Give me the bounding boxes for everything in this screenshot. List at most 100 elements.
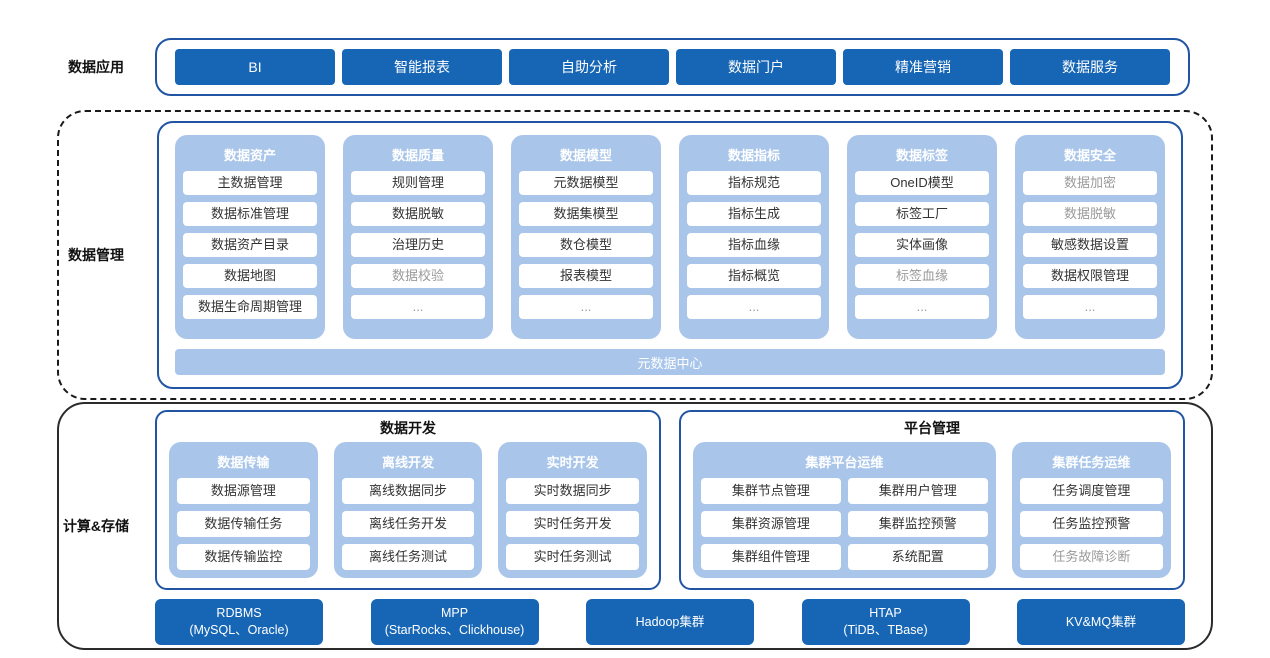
- mgmt-item: 数据地图: [183, 264, 317, 288]
- dev-item: 数据传输监控: [177, 544, 310, 570]
- mgmt-item-more: ...: [1023, 295, 1157, 319]
- column-title: 离线开发: [382, 455, 435, 470]
- mgmt-column-data-model: 数据模型 元数据模型 数据集模型 数仓模型 报表模型 ...: [511, 135, 661, 339]
- mgmt-item: 实体画像: [855, 233, 989, 257]
- management-columns: 数据资产 主数据管理 数据标准管理 数据资产目录 数据地图 数据生命周期管理 数…: [175, 135, 1165, 339]
- platform-item: 集群组件管理: [701, 544, 841, 570]
- storage-block-hadoop: Hadoop集群: [586, 599, 754, 645]
- storage-line1: RDBMS: [216, 606, 262, 621]
- mgmt-item-more: ...: [519, 295, 653, 319]
- dev-item: 数据传输任务: [177, 511, 310, 537]
- data-development-group: 数据开发 数据传输 数据源管理 数据传输任务 数据传输监控 离线开发 离线数据同…: [155, 410, 661, 590]
- platform-item: 任务监控预警: [1019, 511, 1163, 537]
- mgmt-item: 规则管理: [351, 171, 485, 195]
- mgmt-item: 标签血缘: [855, 264, 989, 288]
- mgmt-item: 标签工厂: [855, 202, 989, 226]
- mgmt-item: 数据脱敏: [1023, 202, 1157, 226]
- mgmt-item: 敏感数据设置: [1023, 233, 1157, 257]
- storage-block-kvmq: KV&MQ集群: [1017, 599, 1185, 645]
- mgmt-item: 数仓模型: [519, 233, 653, 257]
- platform-item: 任务调度管理: [1019, 478, 1163, 504]
- column-title: 实时开发: [546, 455, 599, 470]
- column-title: 数据传输: [217, 455, 270, 470]
- mgmt-column-data-assets: 数据资产 主数据管理 数据标准管理 数据资产目录 数据地图 数据生命周期管理: [175, 135, 325, 339]
- app-block-data-service: 数据服务: [1010, 49, 1170, 85]
- mgmt-item: 报表模型: [519, 264, 653, 288]
- mgmt-item: OneID模型: [855, 171, 989, 195]
- cluster-ops-grid: 集群节点管理 集群用户管理 集群资源管理 集群监控预警 集群组件管理 系统配置: [701, 478, 988, 570]
- column-title: 数据指标: [727, 148, 780, 163]
- app-block-precision-marketing: 精准营销: [843, 49, 1003, 85]
- storage-block-htap: HTAP (TiDB、TBase): [801, 599, 970, 645]
- storage-line2: (TiDB、TBase): [843, 623, 928, 637]
- dev-item: 实时任务开发: [506, 511, 640, 537]
- storage-block-rdbms: RDBMS (MySQL、Oracle): [155, 599, 323, 645]
- app-block-self-analysis: 自助分析: [509, 49, 669, 85]
- column-title: 集群平台运维: [805, 455, 884, 470]
- platform-item: 集群用户管理: [847, 478, 988, 504]
- platform-column-cluster-ops: 集群平台运维 集群节点管理 集群用户管理 集群资源管理 集群监控预警 集群组件管…: [693, 442, 996, 578]
- data-apps-panel: BI 智能报表 自助分析 数据门户 精准营销 数据服务: [155, 38, 1190, 96]
- section-label-data-apps: 数据应用: [68, 59, 124, 75]
- platform-item: 集群资源管理: [701, 511, 841, 537]
- mgmt-item: 指标概览: [687, 264, 821, 288]
- app-block-smart-report: 智能报表: [342, 49, 502, 85]
- column-title: 数据质量: [391, 148, 444, 163]
- platform-item: 任务故障诊断: [1019, 544, 1163, 570]
- app-block-data-portal: 数据门户: [676, 49, 836, 85]
- compute-storage-region: 数据开发 数据传输 数据源管理 数据传输任务 数据传输监控 离线开发 离线数据同…: [57, 402, 1213, 650]
- mgmt-item: 主数据管理: [183, 171, 317, 195]
- platform-item: 系统配置: [847, 544, 988, 570]
- storage-engines-row: RDBMS (MySQL、Oracle) MPP (StarRocks、Clic…: [155, 598, 1185, 646]
- metadata-center-bar: 元数据中心: [175, 349, 1165, 375]
- mgmt-column-data-tags: 数据标签 OneID模型 标签工厂 实体画像 标签血缘 ...: [847, 135, 997, 339]
- mgmt-column-data-metrics: 数据指标 指标规范 指标生成 指标血缘 指标概览 ...: [679, 135, 829, 339]
- storage-block-mpp: MPP (StarRocks、Clickhouse): [370, 599, 539, 645]
- mgmt-item: 治理历史: [351, 233, 485, 257]
- mgmt-item-more: ...: [855, 295, 989, 319]
- dev-item: 实时数据同步: [506, 478, 640, 504]
- column-title: 数据模型: [559, 148, 612, 163]
- column-title: 集群任务运维: [1052, 455, 1131, 470]
- dev-item: 实时任务测试: [506, 544, 640, 570]
- dev-item: 离线任务开发: [341, 511, 475, 537]
- section-label-data-management: 数据管理: [68, 247, 124, 263]
- dev-item: 离线数据同步: [341, 478, 475, 504]
- column-title: 数据资产: [223, 148, 276, 163]
- mgmt-item: 数据集模型: [519, 202, 653, 226]
- data-management-region: 数据资产 主数据管理 数据标准管理 数据资产目录 数据地图 数据生命周期管理 数…: [57, 110, 1213, 400]
- dev-column-data-transfer: 数据传输 数据源管理 数据传输任务 数据传输监控: [169, 442, 318, 578]
- storage-line1: HTAP: [869, 606, 902, 621]
- platform-columns: 集群平台运维 集群节点管理 集群用户管理 集群资源管理 集群监控预警 集群组件管…: [693, 442, 1171, 578]
- mgmt-item: 数据脱敏: [351, 202, 485, 226]
- dev-columns: 数据传输 数据源管理 数据传输任务 数据传输监控 离线开发 离线数据同步 离线任…: [169, 442, 648, 578]
- storage-line1: Hadoop集群: [635, 614, 705, 629]
- mgmt-column-data-security: 数据安全 数据加密 数据脱敏 敏感数据设置 数据权限管理 ...: [1015, 135, 1165, 339]
- data-management-panel: 数据资产 主数据管理 数据标准管理 数据资产目录 数据地图 数据生命周期管理 数…: [157, 121, 1183, 389]
- mgmt-item-more: ...: [687, 295, 821, 319]
- platform-column-task-ops: 集群任务运维 任务调度管理 任务监控预警 任务故障诊断: [1011, 442, 1171, 578]
- dev-column-realtime-dev: 实时开发 实时数据同步 实时任务开发 实时任务测试: [498, 442, 648, 578]
- group-title-platform-management: 平台管理: [904, 420, 960, 436]
- mgmt-item: 元数据模型: [519, 171, 653, 195]
- column-title: 数据安全: [1063, 148, 1116, 163]
- mgmt-item: 指标规范: [687, 171, 821, 195]
- platform-item: 集群节点管理: [701, 478, 841, 504]
- column-title: 数据标签: [895, 148, 948, 163]
- storage-line2: (MySQL、Oracle): [189, 623, 289, 637]
- app-block-bi: BI: [175, 49, 335, 85]
- mgmt-item: 数据标准管理: [183, 202, 317, 226]
- storage-line1: KV&MQ集群: [1065, 614, 1137, 629]
- mgmt-item: 数据权限管理: [1023, 264, 1157, 288]
- platform-item: 集群监控预警: [847, 511, 988, 537]
- group-title-data-development: 数据开发: [380, 420, 436, 436]
- mgmt-column-data-quality: 数据质量 规则管理 数据脱敏 治理历史 数据校验 ...: [343, 135, 493, 339]
- platform-management-group: 平台管理 集群平台运维 集群节点管理 集群用户管理 集群资源管理 集群监控预警 …: [679, 410, 1185, 590]
- mgmt-item: 指标血缘: [687, 233, 821, 257]
- dev-item: 数据源管理: [177, 478, 310, 504]
- dev-column-offline-dev: 离线开发 离线数据同步 离线任务开发 离线任务测试: [333, 442, 483, 578]
- section-label-compute-storage: 计算&存储: [62, 518, 130, 534]
- mgmt-item: 数据资产目录: [183, 233, 317, 257]
- mgmt-item-more: ...: [351, 295, 485, 319]
